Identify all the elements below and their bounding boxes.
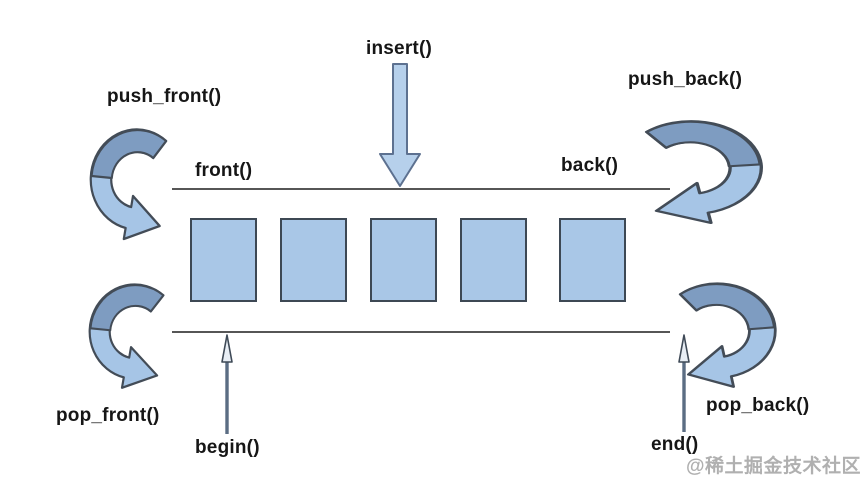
end-up-arrow-icon: [678, 334, 690, 432]
deque-cell: [190, 218, 257, 302]
top-rail-line: [172, 188, 670, 190]
push-back-curved-arrow-icon: [644, 120, 763, 225]
pop-front-curved-arrow-icon: [88, 283, 165, 389]
deque-cell: [559, 218, 626, 302]
deque-cell: [280, 218, 347, 302]
push-front-curved-arrow-icon: [89, 128, 168, 241]
deque-cell: [460, 218, 527, 302]
insert-down-block-arrow-icon: [379, 63, 421, 187]
push-back-label: push_back(): [628, 69, 743, 90]
pop-back-label: pop_back(): [706, 395, 810, 416]
begin-label: begin(): [195, 437, 260, 458]
front-label: front(): [195, 160, 253, 181]
watermark-text: @稀土掘金技术社区: [685, 456, 861, 477]
deque-cell: [370, 218, 437, 302]
insert-label: insert(): [366, 38, 432, 59]
pop-back-curved-arrow-icon: [678, 282, 777, 388]
end-label: end(): [651, 434, 699, 455]
bottom-rail-line: [172, 331, 670, 333]
deque-cells: [190, 218, 626, 302]
begin-up-arrow-icon: [221, 334, 233, 434]
back-label: back(): [561, 155, 619, 176]
push-front-label: push_front(): [107, 86, 222, 107]
pop-front-label: pop_front(): [56, 405, 160, 426]
